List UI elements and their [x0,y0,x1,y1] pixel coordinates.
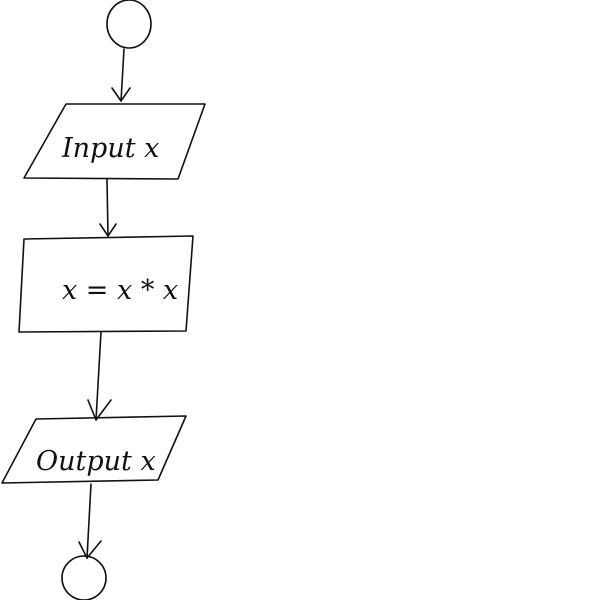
parallelogram-shape [23,103,206,180]
edge-output-to-end [78,483,102,559]
arrowhead-icon [78,540,102,559]
edge-input-to-process [99,178,117,237]
output-node: Output x [1,415,187,484]
input-node: Input x [23,103,206,180]
arrowhead-icon [111,87,131,102]
process-node: x = x * x [18,235,194,333]
edge-start-to-input [111,48,131,102]
process-label: x = x * x [62,275,178,306]
input-label: Input x [61,133,159,164]
connector-line [95,331,102,421]
connector-line [120,48,125,102]
rectangle-shape [18,235,194,333]
connector-line [86,483,92,559]
parallelogram-shape [1,415,187,484]
arrowhead-icon [99,223,117,237]
arrowhead-icon [87,399,112,421]
output-label: Output x [36,446,156,477]
start-terminal [106,0,152,49]
end-terminal [61,555,107,600]
connector-line [106,178,109,237]
edge-process-to-output [87,331,112,421]
